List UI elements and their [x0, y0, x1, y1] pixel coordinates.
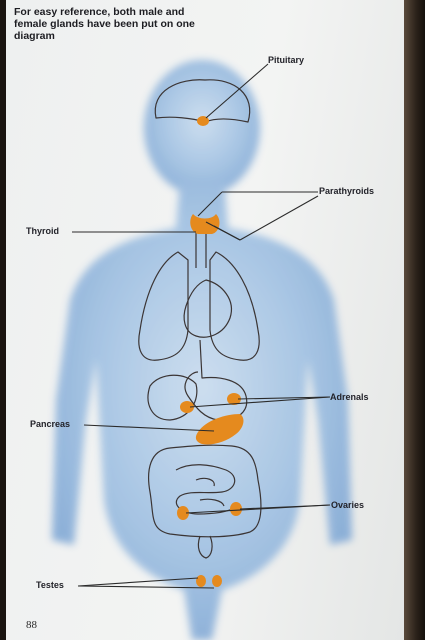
- testis-right: [212, 575, 222, 587]
- leader-ovary-right: [239, 504, 331, 510]
- leader-parathyroid-1: [197, 191, 223, 217]
- leader-pancreas: [83, 424, 215, 432]
- label-ovaries: Ovaries: [331, 500, 365, 510]
- caption: For easy reference, both male and female…: [14, 6, 195, 42]
- label-pituitary: Pituitary: [268, 55, 305, 65]
- label-pancreas: Pancreas: [30, 419, 71, 429]
- leader-parathyroid-5: [213, 225, 241, 241]
- label-adrenals: Adrenals: [330, 392, 369, 402]
- brain-outline: [154, 79, 251, 123]
- leader-adrenal-left: [189, 396, 331, 408]
- ovary-left: [177, 506, 189, 520]
- small-intestine-outline: [175, 464, 241, 515]
- adrenal-left: [180, 401, 194, 413]
- right-lung-outline: [209, 251, 260, 361]
- page-number: 88: [26, 619, 37, 631]
- large-intestine-outline: [148, 444, 262, 538]
- leader-testis-left: [77, 577, 199, 587]
- rectum-outline: [197, 535, 213, 559]
- heart-outline: [183, 279, 232, 338]
- label-parathyroids: Parathyroids: [319, 186, 375, 196]
- glands: [177, 116, 244, 587]
- leader-lines: [72, 63, 331, 589]
- pancreas-gland: [195, 414, 244, 445]
- pituitary-gland: [197, 116, 209, 126]
- adrenal-right: [227, 393, 241, 405]
- ovary-right: [230, 502, 242, 516]
- leader-testis-right: [77, 585, 215, 589]
- organ-outlines: [138, 79, 262, 559]
- testis-left: [196, 575, 206, 587]
- label-thyroid: Thyroid: [26, 226, 59, 236]
- leader-adrenal-right: [237, 396, 331, 400]
- page-edge: [404, 0, 425, 640]
- thyroid-gland: [190, 214, 220, 234]
- label-testes: Testes: [36, 580, 64, 590]
- left-lung-outline: [138, 251, 189, 361]
- leader-parathyroid-4: [239, 195, 319, 241]
- trachea-outline: [195, 232, 207, 268]
- body-silhouette: [52, 60, 352, 640]
- leader-pituitary: [205, 63, 269, 119]
